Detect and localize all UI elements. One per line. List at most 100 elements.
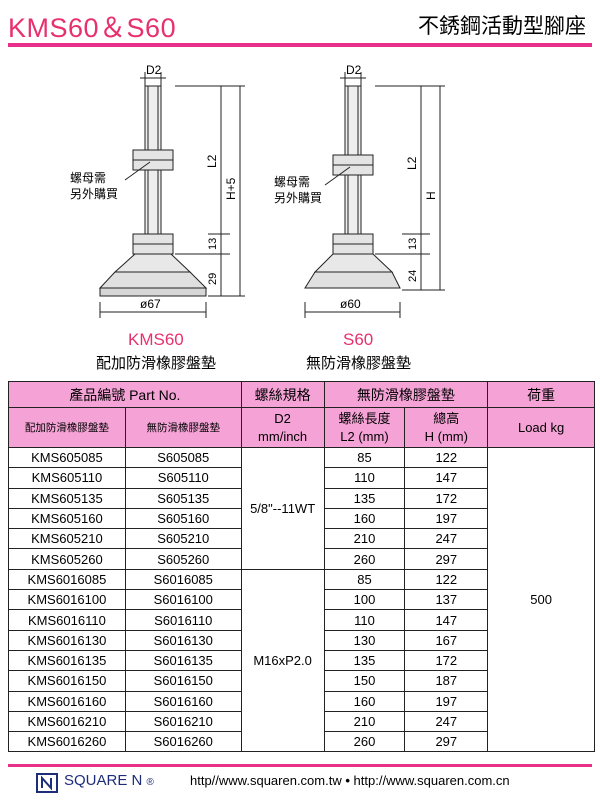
cell-h: 122 bbox=[404, 568, 489, 591]
brand-logo-icon bbox=[36, 773, 58, 793]
cell-s-part: S605085 bbox=[124, 446, 242, 469]
cell-l2: 160 bbox=[323, 507, 406, 530]
cell-l2: 260 bbox=[323, 731, 406, 753]
cell-s-part: S605210 bbox=[124, 528, 242, 550]
cell-s-part: S6016135 bbox=[124, 649, 242, 672]
cell-kms-part: KMS6016085 bbox=[8, 568, 126, 591]
s60-d2-label: D2 bbox=[346, 63, 362, 77]
brand-name-text: SQUARE N bbox=[64, 772, 143, 789]
s60-caption-desc: 無防滑橡膠盤墊 bbox=[306, 354, 412, 372]
kms60-nut-note-2: 另外購買 bbox=[70, 187, 118, 201]
spec-table: 產品編號 Part No. 螺絲規格 無防滑橡膠盤墊 荷重 配加防滑橡膠盤墊 無… bbox=[8, 381, 595, 753]
cell-h: 197 bbox=[404, 690, 489, 712]
cell-l2: 85 bbox=[323, 568, 406, 591]
cell-thread: 5/8"--11WT bbox=[240, 447, 325, 570]
s60-caption-model: S60 bbox=[343, 330, 374, 349]
page-title: KMS60＆S60 bbox=[8, 13, 177, 43]
head-pad: 無防滑橡膠盤墊 bbox=[323, 381, 489, 408]
s60-diameter-label: ø60 bbox=[340, 297, 361, 311]
cell-h: 122 bbox=[404, 446, 489, 469]
cell-h: 147 bbox=[404, 467, 489, 489]
head-load: 荷重 bbox=[487, 381, 595, 408]
kms60-caption-model: KMS60 bbox=[128, 330, 184, 349]
url-separator: • bbox=[345, 773, 350, 788]
cell-l2: 135 bbox=[323, 649, 406, 672]
cell-s-part: S605160 bbox=[124, 507, 242, 530]
cell-h: 147 bbox=[404, 609, 489, 631]
cell-l2: 100 bbox=[323, 589, 406, 611]
kms60-diameter-label: ø67 bbox=[140, 297, 161, 311]
cell-h: 187 bbox=[404, 670, 489, 692]
brand-logo bbox=[36, 772, 60, 798]
kms60-caption-desc: 配加防滑橡膠盤墊 bbox=[96, 354, 217, 372]
cell-h: 172 bbox=[404, 487, 489, 509]
cell-kms-part: KMS605135 bbox=[8, 487, 126, 509]
cell-kms-part: KMS6016260 bbox=[8, 731, 126, 753]
page-header: KMS60＆S60 不銹鋼活動型腳座 bbox=[0, 0, 600, 47]
cell-l2: 210 bbox=[323, 710, 406, 733]
kms60-29-label: 29 bbox=[207, 273, 219, 285]
cell-kms-part: KMS605260 bbox=[8, 548, 126, 570]
cell-h: 297 bbox=[404, 548, 489, 570]
kms60-l2-label: L2 bbox=[205, 154, 219, 168]
s60-l2-label: L2 bbox=[405, 156, 419, 170]
footer-urls: http//www.squaren.com.tw • http://www.sq… bbox=[190, 773, 510, 788]
cell-h: 172 bbox=[404, 649, 489, 672]
cell-h: 197 bbox=[404, 507, 489, 530]
cell-kms-part: KMS6016130 bbox=[8, 629, 126, 651]
s60-h-label: H bbox=[424, 191, 438, 200]
cell-kms-part: KMS6016210 bbox=[8, 710, 126, 733]
kms60-d2-label: D2 bbox=[146, 63, 162, 77]
cell-kms-part: KMS6016160 bbox=[8, 690, 126, 712]
s60-13-label: 13 bbox=[407, 238, 419, 250]
cell-s-part: S605135 bbox=[124, 487, 242, 509]
cell-h: 247 bbox=[404, 710, 489, 733]
cell-s-part: S605110 bbox=[124, 467, 242, 489]
sub-s: 無防滑橡膠盤墊 bbox=[124, 407, 242, 448]
cell-h: 167 bbox=[404, 629, 489, 651]
cell-s-part: S6016160 bbox=[124, 690, 242, 712]
sub-kms: 配加防滑橡膠盤墊 bbox=[8, 407, 126, 448]
sub-l2: 螺絲長度 L2 (mm) bbox=[323, 407, 406, 448]
cell-kms-part: KMS6016150 bbox=[8, 670, 126, 692]
cell-kms-part: KMS6016135 bbox=[8, 649, 126, 672]
cell-s-part: S6016100 bbox=[124, 589, 242, 611]
url-tw[interactable]: http//www.squaren.com.tw bbox=[190, 773, 342, 788]
s60-nut-note-2: 另外購買 bbox=[274, 191, 322, 205]
cell-l2: 110 bbox=[323, 609, 406, 631]
cell-s-part: S6016130 bbox=[124, 629, 242, 651]
cell-kms-part: KMS605160 bbox=[8, 507, 126, 530]
cell-l2: 150 bbox=[323, 670, 406, 692]
url-cn[interactable]: http://www.squaren.com.cn bbox=[353, 773, 510, 788]
cell-l2: 85 bbox=[323, 446, 406, 469]
cell-s-part: S6016110 bbox=[124, 609, 242, 631]
diagrams-svg: D2 L2 H+5 13 29 ø67 螺母需 另外購買 bbox=[70, 63, 445, 318]
head-thread: 螺絲規格 bbox=[240, 381, 325, 408]
cell-l2: 130 bbox=[323, 629, 406, 651]
cell-s-part: S605260 bbox=[124, 548, 242, 570]
kms60-drawing bbox=[98, 72, 245, 318]
cell-thread: M16xP2.0 bbox=[240, 568, 325, 753]
cell-h: 137 bbox=[404, 589, 489, 611]
sub-h: 總高 H (mm) bbox=[404, 407, 489, 448]
kms60-nut-note-1: 螺母需 bbox=[70, 171, 106, 185]
sub-load: Load kg bbox=[487, 407, 595, 448]
cell-kms-part: KMS605210 bbox=[8, 528, 126, 550]
brand-name: SQUARE N ® bbox=[64, 772, 154, 789]
cell-l2: 110 bbox=[323, 467, 406, 489]
product-diagrams: D2 L2 H+5 13 29 ø67 螺母需 另外購買 bbox=[0, 50, 600, 380]
registered-icon: ® bbox=[146, 777, 154, 788]
cell-load: 500 bbox=[487, 446, 595, 753]
sub-d2: D2 mm/inch bbox=[240, 407, 325, 448]
cell-kms-part: KMS605085 bbox=[8, 446, 126, 469]
cell-s-part: S6016260 bbox=[124, 731, 242, 753]
cell-h: 247 bbox=[404, 528, 489, 550]
